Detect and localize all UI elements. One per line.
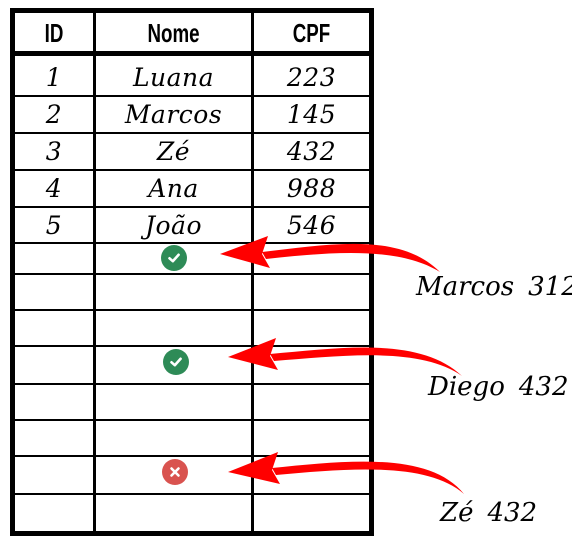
cell-name: Luana [132,62,215,92]
incoming-name: Marcos [416,272,515,302]
cell-cpf: 988 [286,174,337,203]
row-divider [15,95,369,97]
row-divider [15,132,369,134]
incoming-name: Diego [428,372,505,402]
row-divider [15,383,369,385]
cell-name: Ana [148,174,199,203]
incoming-cpf: 432 [518,372,569,402]
check-circle-icon [163,349,189,375]
cell-cpf: 546 [286,210,337,240]
cell-id: 2 [45,100,63,129]
incoming-cpf: 432 [487,498,538,528]
cell-cpf: 432 [286,137,337,166]
cell-name: Marcos [124,100,223,129]
cell-cpf: 145 [286,100,337,129]
header-divider [15,51,369,56]
header-id: ID [44,17,64,48]
cell-name: João [144,210,203,240]
cell-id: 1 [45,62,63,92]
header-cpf: CPF [292,17,331,48]
incoming-cpf: 312 [528,272,572,302]
cell-id: 5 [45,210,63,240]
incoming-marcos: Marcos 312 [416,272,572,302]
column-divider [251,13,254,531]
arrow-marcos [220,236,440,272]
row-divider [15,169,369,171]
incoming-name: Zé [440,498,474,528]
row-divider [15,273,369,275]
cell-name: Zé [156,137,191,166]
records-table: ID Nome CPF 1 Luana 223 2 Marcos 145 3 Z… [10,8,374,536]
check-circle-icon [161,245,187,271]
row-divider [15,419,369,421]
cell-id: 4 [45,174,63,203]
incoming-diego: Diego 432 [428,372,569,402]
x-circle-icon [162,459,188,485]
column-divider [93,13,96,531]
arrow-ze [228,452,464,494]
row-divider [15,345,369,347]
header-name: Nome [147,17,200,48]
row-divider [15,493,369,495]
cell-id: 3 [45,137,63,166]
row-divider [15,242,369,244]
row-divider [15,455,369,457]
incoming-ze: Zé 432 [440,498,537,528]
cell-cpf: 223 [286,62,337,92]
arrow-diego [228,338,462,376]
row-divider [15,309,369,311]
row-divider [15,206,369,208]
